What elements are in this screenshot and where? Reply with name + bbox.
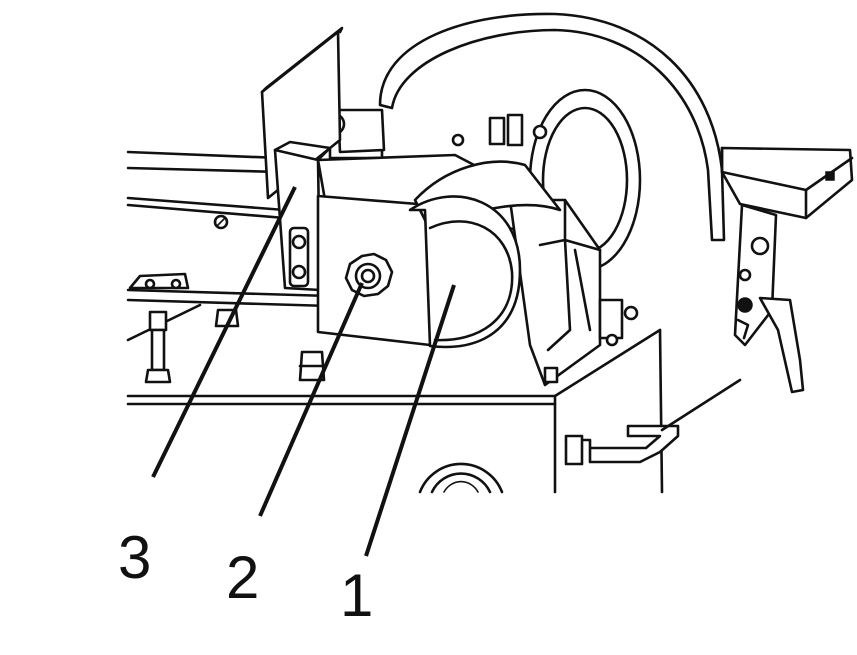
- leader-line-1: [364, 284, 456, 557]
- side-tray: [720, 146, 854, 220]
- star-knob: [344, 252, 394, 298]
- clamp-bracket: [733, 203, 805, 394]
- callout-3: 3: [118, 524, 151, 591]
- feed-table: [126, 150, 332, 308]
- leader-line-2: [258, 282, 364, 517]
- fence-plate: [260, 26, 344, 292]
- hub-bolts: [451, 113, 548, 147]
- cylinder-pedestal: [508, 198, 639, 387]
- side-handle: [564, 378, 742, 466]
- callout-1: 1: [340, 562, 373, 629]
- support-pins: [144, 308, 326, 384]
- callout-2: 2: [226, 544, 259, 611]
- drum-cylinder: [408, 160, 562, 349]
- leader-lines: [151, 186, 456, 557]
- clip-bracket: [128, 272, 190, 290]
- leader-line-3: [151, 186, 297, 478]
